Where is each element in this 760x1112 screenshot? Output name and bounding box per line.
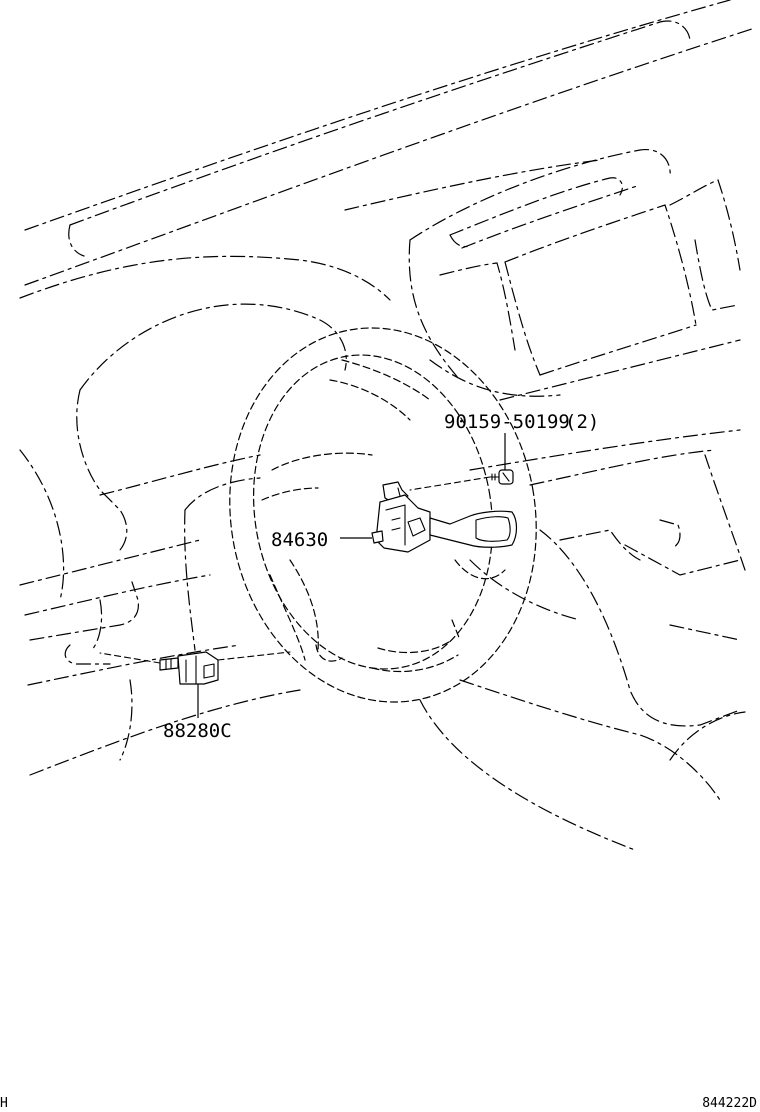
- leader-lines: [99, 433, 506, 718]
- steering-wheel: [229, 327, 537, 703]
- callout-switch-assy: 88280C: [163, 720, 232, 742]
- footer-right-code: 844222D: [702, 1096, 757, 1111]
- combination-switch-part: [371, 481, 518, 553]
- callout-combination-switch: 84630: [271, 529, 328, 551]
- callout-screw-number: 90159-50199: [444, 411, 570, 433]
- callout-screw-qty: (2): [565, 411, 599, 433]
- dashboard-outline: [19, 0, 756, 851]
- footer-left-code: H: [0, 1096, 8, 1111]
- screw-part: [489, 469, 514, 485]
- switch-assy-part: [159, 651, 219, 685]
